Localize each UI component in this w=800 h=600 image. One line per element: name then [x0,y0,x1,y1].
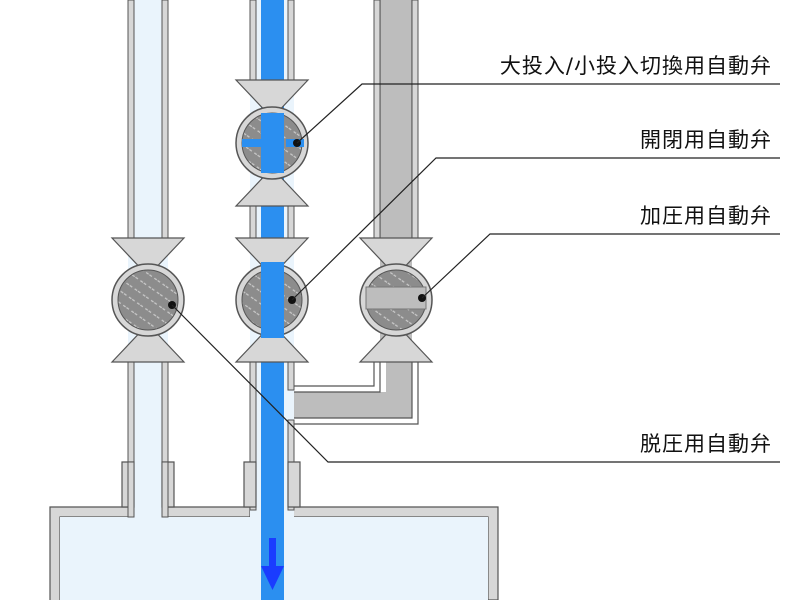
leader-switch-valve [296,83,780,144]
leader-open-close-valve [291,157,780,301]
leader-lines [171,83,780,463]
switch-valve [234,79,310,207]
label-pressurize-valve: 加圧用自動弁 [640,204,772,228]
label-open-close-valve: 開閉用自動弁 [640,128,772,152]
label-switch-valve: 大投入/小投入切換用自動弁 [500,54,772,78]
label-depressurize-valve: 脱圧用自動弁 [640,432,772,456]
down-arrow-icon [261,538,284,590]
pressurize-valve [358,237,434,363]
open-close-valve [234,237,310,363]
leader-pressurize-valve [421,233,780,299]
depressurize-valve [110,237,186,363]
leader-depressurize-valve [171,304,780,463]
